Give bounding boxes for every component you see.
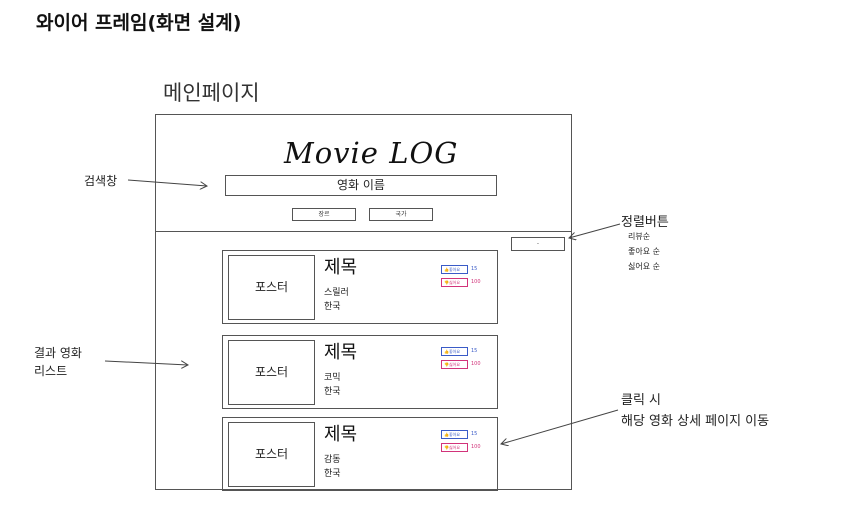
annotation-click-line1: 클릭 시 bbox=[621, 393, 662, 408]
dislike-count: 100 bbox=[471, 279, 481, 285]
country-button[interactable]: 국가 bbox=[369, 208, 433, 221]
arrow-results bbox=[104, 360, 188, 365]
like-badge[interactable]: 👍좋아요 bbox=[441, 265, 468, 274]
arrow-search bbox=[127, 179, 207, 186]
like-count: 15 bbox=[471, 431, 478, 437]
wireframe-frame bbox=[155, 114, 572, 490]
document-heading: 와이어 프레임(화면 설계) bbox=[36, 12, 242, 34]
dislike-badge[interactable]: 👎싫어요 bbox=[441, 443, 468, 452]
dislike-badge[interactable]: 👎싫어요 bbox=[441, 278, 468, 287]
movie-title: 제목 bbox=[324, 257, 358, 278]
movie-genre: 감동 bbox=[324, 455, 341, 465]
dislike-label: 싫어요 bbox=[448, 445, 461, 450]
poster-placeholder: 포스터 bbox=[228, 340, 315, 405]
movie-genre: 스릴러 bbox=[324, 288, 349, 298]
annotation-sort-option: 좋아요 순 bbox=[628, 247, 660, 256]
thumbs-down-icon: 👎 bbox=[444, 445, 449, 450]
header-divider bbox=[155, 231, 572, 232]
annotation-sort-title: 정렬버튼 bbox=[621, 215, 669, 230]
arrow-sort bbox=[569, 223, 621, 238]
like-count: 15 bbox=[471, 266, 478, 272]
thumbs-up-icon: 👍 bbox=[444, 349, 449, 354]
movie-card[interactable]: 포스터 제목 코믹 한국 👍좋아요 15 👎싫어요 100 bbox=[222, 335, 498, 409]
like-badge[interactable]: 👍좋아요 bbox=[441, 347, 468, 356]
page-label: 메인페이지 bbox=[163, 81, 260, 105]
arrow-click bbox=[501, 409, 619, 444]
annotation-sort-option: 싫어요 순 bbox=[628, 262, 660, 271]
thumbs-up-icon: 👍 bbox=[444, 432, 449, 437]
annotation-results-line1: 결과 영화 bbox=[34, 346, 82, 360]
thumbs-down-icon: 👎 bbox=[444, 280, 449, 285]
like-badge[interactable]: 👍좋아요 bbox=[441, 430, 468, 439]
thumbs-up-icon: 👍 bbox=[444, 267, 449, 272]
annotation-sort-option: 리뷰순 bbox=[628, 232, 651, 241]
like-label: 좋아요 bbox=[448, 267, 461, 272]
poster-placeholder: 포스터 bbox=[228, 255, 315, 320]
dislike-badge[interactable]: 👎싫어요 bbox=[441, 360, 468, 369]
sort-button[interactable]: - bbox=[511, 237, 565, 251]
movie-title: 제목 bbox=[324, 342, 358, 363]
like-count: 15 bbox=[471, 348, 478, 354]
movie-country: 한국 bbox=[324, 302, 341, 312]
poster-placeholder: 포스터 bbox=[228, 422, 315, 487]
dislike-label: 싫어요 bbox=[448, 280, 461, 285]
search-input[interactable]: 영화 이름 bbox=[225, 175, 497, 196]
thumbs-down-icon: 👎 bbox=[444, 362, 449, 367]
dislike-label: 싫어요 bbox=[448, 362, 461, 367]
annotation-results-line2: 리스트 bbox=[34, 364, 68, 378]
movie-genre: 코믹 bbox=[324, 373, 341, 383]
movie-card[interactable]: 포스터 제목 스릴러 한국 👍좋아요 15 👎싫어요 100 bbox=[222, 250, 498, 324]
movie-country: 한국 bbox=[324, 469, 341, 479]
like-label: 좋아요 bbox=[448, 349, 461, 354]
annotation-click-line2: 해당 영화 상세 페이지 이동 bbox=[621, 414, 770, 429]
like-label: 좋아요 bbox=[448, 432, 461, 437]
dislike-count: 100 bbox=[471, 444, 481, 450]
genre-button[interactable]: 장르 bbox=[292, 208, 356, 221]
movie-country: 한국 bbox=[324, 387, 341, 397]
dislike-count: 100 bbox=[471, 361, 481, 367]
movie-title: 제목 bbox=[324, 424, 358, 445]
movie-card[interactable]: 포스터 제목 감동 한국 👍좋아요 15 👎싫어요 100 bbox=[222, 417, 498, 491]
annotation-search: 검색창 bbox=[84, 174, 118, 188]
site-logo: Movie LOG bbox=[284, 136, 459, 170]
